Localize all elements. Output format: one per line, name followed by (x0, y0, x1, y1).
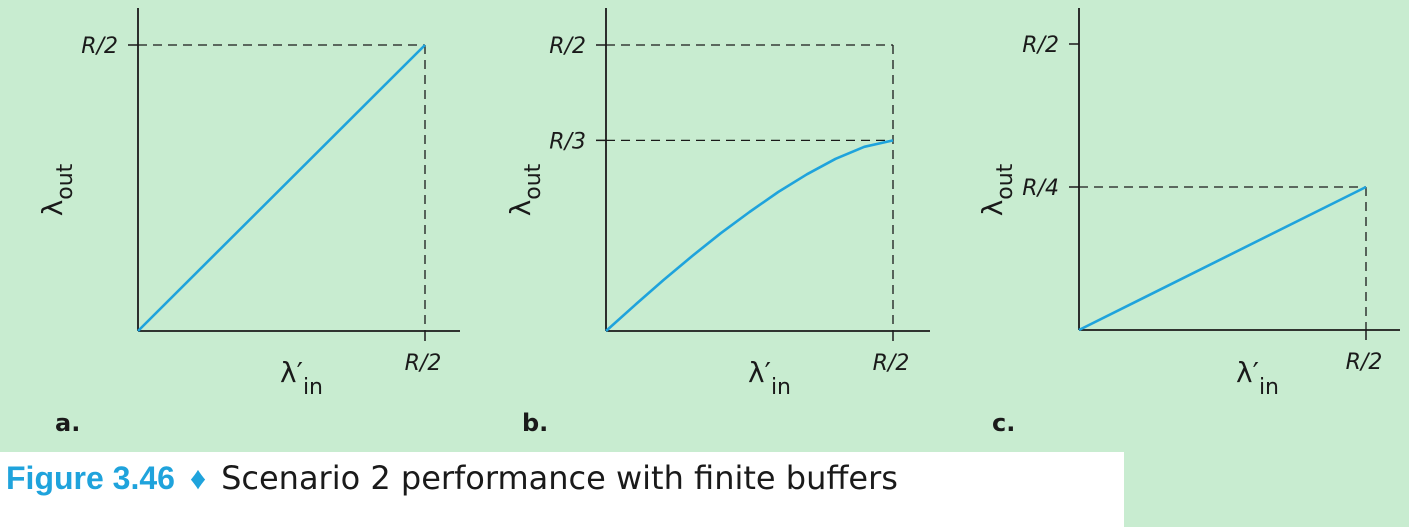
panel-a-y-axis-label: λout (36, 163, 78, 216)
panel-a-x-tick-label-0: R/2 (405, 351, 442, 376)
figure-caption: Figure 3.46 ♦ Scenario 2 performance wit… (6, 458, 898, 498)
panel-c-y-tick-label-1: R/4 (1022, 176, 1059, 201)
panel-a-label: a. (55, 409, 80, 437)
panel-c-y-tick-label-0: R/2 (1022, 33, 1059, 58)
panel-c-label: c. (992, 409, 1015, 437)
panel-b-series-line (605, 139, 894, 332)
panel-c-series-line (1078, 185, 1367, 332)
panel-c-x-axis-label: λ′in (1236, 356, 1279, 400)
panel-b-label: b. (522, 409, 548, 437)
panel-b-y-axis-label: λout (504, 163, 546, 216)
panel-b-x-tick-label-0: R/2 (873, 351, 910, 376)
panel-b-y-tick-label-1: R/3 (549, 129, 586, 154)
panel-a-series-line (137, 44, 426, 332)
panel-b-y-tick-label-0: R/2 (549, 34, 586, 59)
caption-text: Scenario 2 performance with finite buffe… (221, 459, 898, 497)
panel-a-x-axis-label: λ′in (280, 356, 323, 400)
diamond-icon: ♦ (189, 460, 207, 496)
panel-c-x-tick-label-0: R/2 (1346, 350, 1383, 375)
figure-number: Figure 3.46 (6, 460, 175, 496)
panel-b-x-axis-label: λ′in (748, 356, 791, 400)
caption-background (0, 452, 1124, 527)
panel-c-y-axis-label: λout (976, 163, 1018, 216)
panel-a-y-tick-label-0: R/2 (81, 34, 118, 59)
figure-panels: R/2R/2λ′inλouta.R/2R/3R/2λ′inλoutb.R/2R/… (36, 8, 1400, 437)
